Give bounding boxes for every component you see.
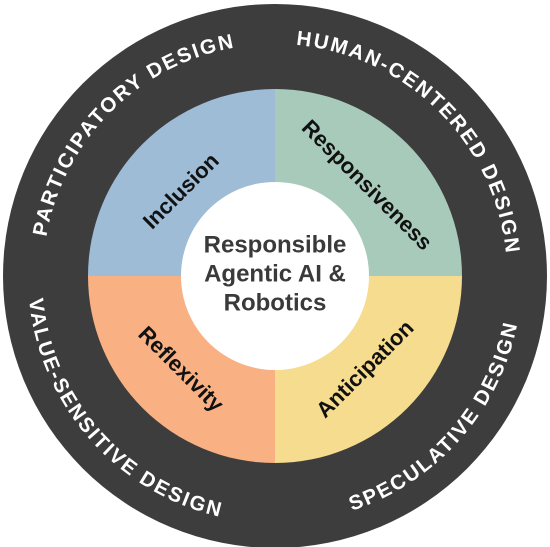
center-title-line-3: Robotics (224, 289, 327, 316)
center-title-line-1: Responsible (204, 231, 347, 258)
center-title-line-2: Agentic AI & (204, 260, 346, 287)
center-circle (181, 182, 369, 370)
